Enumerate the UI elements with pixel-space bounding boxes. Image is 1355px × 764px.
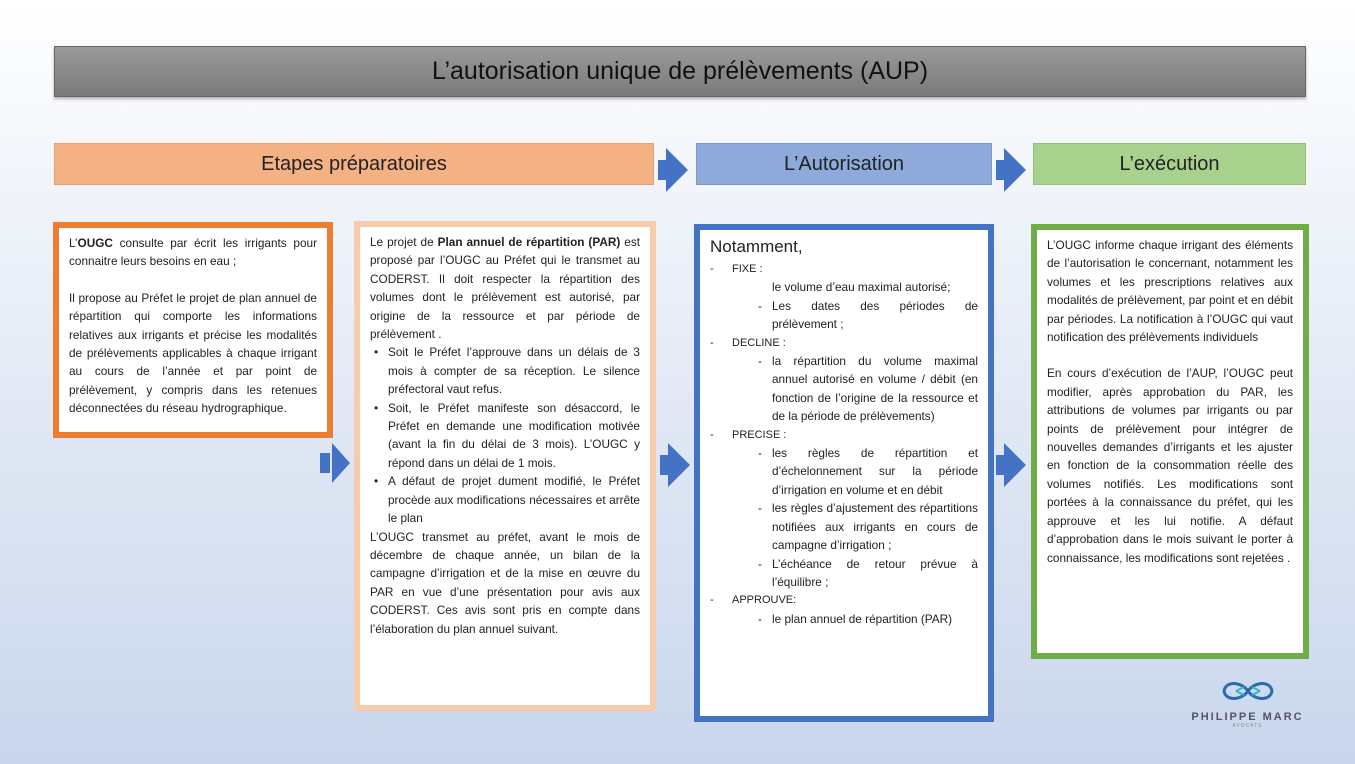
logo-name: PHILIPPE MARC bbox=[1191, 711, 1304, 723]
intro: Notamment, bbox=[710, 237, 803, 256]
bullet-item: A défaut de projet dument modifié, le Pr… bbox=[374, 472, 640, 527]
slide-title: L’autorisation unique de prélèvements (A… bbox=[54, 46, 1306, 97]
paragraph: Il propose au Préfet le projet de plan a… bbox=[69, 290, 317, 416]
text: est proposé par l’OUGC au Préfet qui le … bbox=[370, 235, 641, 342]
box-execution: L’OUGC informe chaque irrigant des éléme… bbox=[1031, 224, 1309, 659]
section-label: PRECISE : bbox=[710, 426, 978, 445]
box-plan-annuel-repartition: Le projet de Plan annuel de répartition … bbox=[354, 221, 656, 711]
arrow-right-icon bbox=[996, 443, 1026, 487]
paragraph: L’OUGC informe chaque irrigant des éléme… bbox=[1047, 238, 1293, 345]
text-bold: Plan annuel de répartition (PAR) bbox=[437, 235, 621, 249]
header-etapes-preparatoires: Etapes préparatoires bbox=[54, 143, 654, 185]
box-autorisation: Notamment, FIXE : le volume d’eau maxima… bbox=[694, 224, 994, 722]
box-consultation-ougc: L’OUGC consulte par écrit les irrigants … bbox=[53, 222, 333, 438]
text-bold: OUGC bbox=[77, 236, 113, 250]
bullet-item: Soit, le Préfet manifeste son désaccord,… bbox=[374, 399, 640, 473]
list-item: le volume d’eau maximal autorisé; bbox=[710, 278, 978, 296]
header-execution: L’exécution bbox=[1033, 143, 1306, 185]
list-item: -la répartition du volume maximal annuel… bbox=[758, 354, 978, 424]
text: consulte par écrit les irrigants pour co… bbox=[69, 236, 317, 269]
paragraph: En cours d’exécution de l’AUP, l’OUGC pe… bbox=[1047, 366, 1293, 565]
text: Les dates des périodes de prélèvement ; bbox=[772, 298, 978, 332]
arrow-right-icon bbox=[320, 443, 350, 483]
text: le volume d’eau maximal autorisé; bbox=[772, 280, 951, 295]
text: le plan annuel de répartition (PAR) bbox=[772, 611, 953, 626]
arrow-right-icon bbox=[996, 148, 1026, 192]
arrow-right-icon bbox=[660, 443, 690, 487]
text: les règles de répartition et d’échelonne… bbox=[772, 446, 978, 497]
bullet-item: Soit le Préfet l’approuve dans un délais… bbox=[374, 343, 640, 398]
text: la répartition du volume maximal annuel … bbox=[772, 354, 978, 424]
paragraph: L’OUGC transmet au préfet, avant le mois… bbox=[370, 529, 640, 636]
text: L’échéance de retour prévue à l’équilibr… bbox=[772, 556, 978, 589]
section-label: APPROUVE: bbox=[710, 591, 978, 610]
arrow-right-icon bbox=[658, 148, 688, 192]
text: les règles d’ajustement des répartitions… bbox=[772, 501, 978, 553]
list-item: -Les dates des périodes de prélèvement ; bbox=[758, 298, 978, 332]
list-item: -les règles de répartition et d’échelonn… bbox=[758, 446, 978, 497]
list-item: -L’échéance de retour prévue à l’équilib… bbox=[758, 556, 978, 589]
list-item: -le plan annuel de répartition (PAR) bbox=[758, 611, 953, 626]
section-label: DECLINE : bbox=[710, 334, 978, 353]
text: Le projet de bbox=[370, 235, 438, 249]
list-item: -les règles d’ajustement des répartition… bbox=[758, 501, 978, 553]
header-autorisation: L’Autorisation bbox=[696, 143, 992, 185]
section-label: FIXE : bbox=[710, 260, 978, 279]
text: L’ bbox=[69, 236, 78, 250]
logo: PHILIPPE MARC AVOCATS bbox=[1185, 678, 1310, 729]
infinity-logo-icon bbox=[1221, 682, 1274, 700]
logo-subtitle: AVOCATS bbox=[1232, 723, 1263, 729]
